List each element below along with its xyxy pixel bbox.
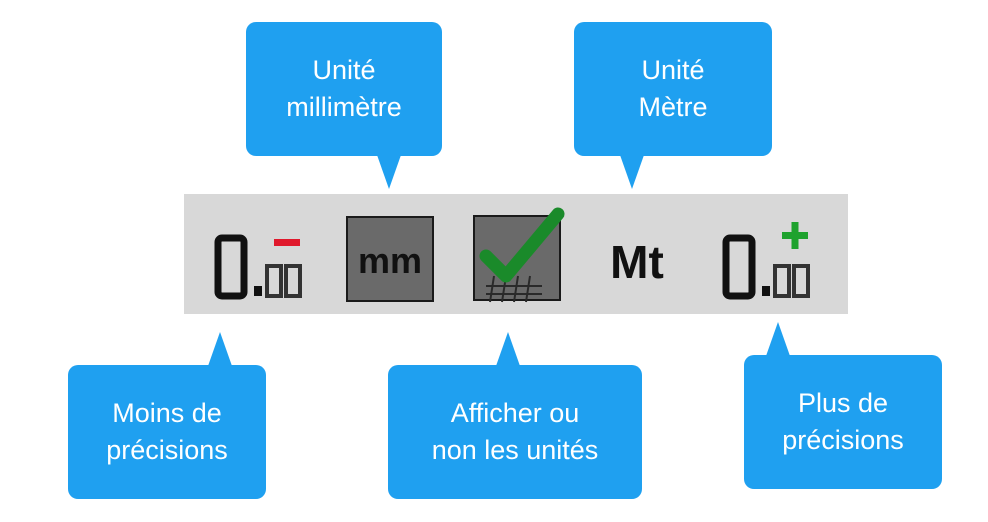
callout-more-precision-pointer (766, 322, 790, 356)
callout-meter-text: Unité Mètre (638, 55, 708, 122)
callout-millimeter-unit: Unité millimètre (246, 22, 442, 156)
callout-millimeter-text: Unité millimètre (286, 55, 402, 122)
callout-less-precision: Moins de précisions (68, 365, 266, 499)
callout-toggle-units: Afficher ou non les unités (388, 365, 642, 499)
callout-less-precision-text: Moins de précisions (106, 398, 228, 465)
callout-meter-unit: Unité Mètre (574, 22, 772, 156)
millimeter-unit-icon: mm (346, 216, 434, 302)
checkmark-icon (479, 207, 565, 283)
callout-more-precision: Plus de précisions (744, 355, 942, 489)
increase-precision-icon (722, 222, 810, 300)
toggle-units-button[interactable] (472, 204, 568, 304)
callout-less-precision-pointer (208, 332, 232, 366)
callout-toggle-units-text: Afficher ou non les unités (431, 398, 599, 465)
precision-unit-toolbar: mm Mt (184, 194, 848, 314)
callout-toggle-units-pointer (496, 332, 520, 366)
meter-unit-button[interactable]: Mt (602, 224, 672, 288)
millimeter-unit-button[interactable]: mm (346, 216, 434, 302)
callout-millimeter-pointer (377, 155, 401, 189)
millimeter-label: mm (358, 240, 422, 281)
decrease-precision-icon (214, 234, 302, 300)
less-precision-button[interactable] (212, 206, 312, 302)
more-precision-button[interactable] (720, 206, 820, 302)
meter-unit-icon: Mt (610, 236, 664, 288)
toggle-units-icon (473, 207, 565, 303)
callout-meter-pointer (620, 155, 644, 189)
meter-label: Mt (610, 236, 664, 288)
callout-more-precision-text: Plus de précisions (782, 388, 904, 455)
